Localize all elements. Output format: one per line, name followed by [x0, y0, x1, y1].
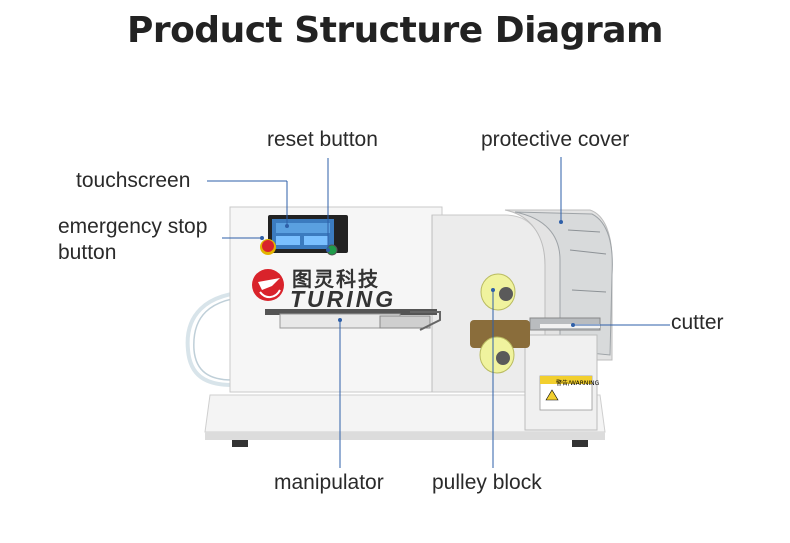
pulley-roller-top [480, 273, 516, 311]
diagram-title: Product Structure Diagram [126, 10, 664, 51]
label-emergency-stop: emergency stop button [58, 215, 208, 264]
label-protective-cover: protective cover [481, 128, 630, 151]
label-reset-button: reset button [267, 128, 378, 151]
warning-label-text: 警告/WARNING [556, 380, 600, 387]
label-cutter: cutter [671, 311, 724, 334]
label-touchscreen: touchscreen [76, 169, 191, 192]
brand-chinese-name: 图灵科技 [292, 267, 380, 291]
foot-left [232, 440, 248, 447]
leader-lines [207, 157, 670, 468]
base-plate-edge [205, 432, 605, 440]
manipulator-rail [265, 309, 437, 315]
label-pulley-block: pulley block [432, 471, 542, 494]
pulley-belt [470, 320, 530, 348]
air-hose-inner [193, 295, 263, 381]
air-hose [185, 289, 263, 387]
foot-right [572, 440, 588, 447]
brand-english-name: TURING [290, 286, 397, 312]
emergency-stop-button [262, 240, 274, 252]
label-manipulator: manipulator [274, 471, 384, 494]
